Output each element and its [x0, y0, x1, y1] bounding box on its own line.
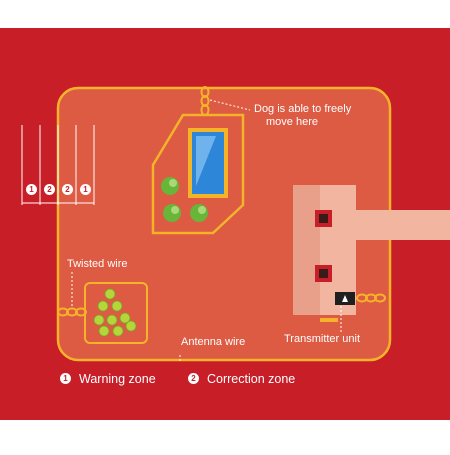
legend-marker-warning: 1	[60, 373, 71, 384]
house-plants	[161, 177, 208, 222]
zone-marker: 1	[26, 184, 37, 195]
driveway	[355, 210, 450, 240]
legend-label-warning: Warning zone	[79, 372, 156, 386]
transmitter-icon	[342, 295, 348, 302]
label-antenna-wire: Antenna wire	[181, 336, 246, 348]
building-side	[293, 185, 320, 315]
legend-marker-correction: 2	[188, 373, 199, 384]
label-transmitter-unit: Transmitter unit	[284, 333, 361, 345]
zone-lines	[21, 125, 95, 205]
house-outline	[151, 113, 245, 235]
flowers	[93, 288, 137, 337]
zone-marker: 2	[44, 184, 55, 195]
zone-marker: 2	[62, 184, 73, 195]
window-glare	[196, 136, 216, 186]
label-dog-free: Dog is able to freely move here	[254, 103, 352, 128]
legend-label-correction: Correction zone	[207, 372, 296, 386]
transmitter-base	[320, 318, 338, 322]
wire-link-right	[356, 293, 386, 303]
zone-marker: 1	[80, 184, 91, 195]
dog-free-pointer	[209, 99, 251, 111]
twisted-wire	[57, 307, 87, 317]
label-twisted-wire: Twisted wire	[67, 258, 128, 270]
